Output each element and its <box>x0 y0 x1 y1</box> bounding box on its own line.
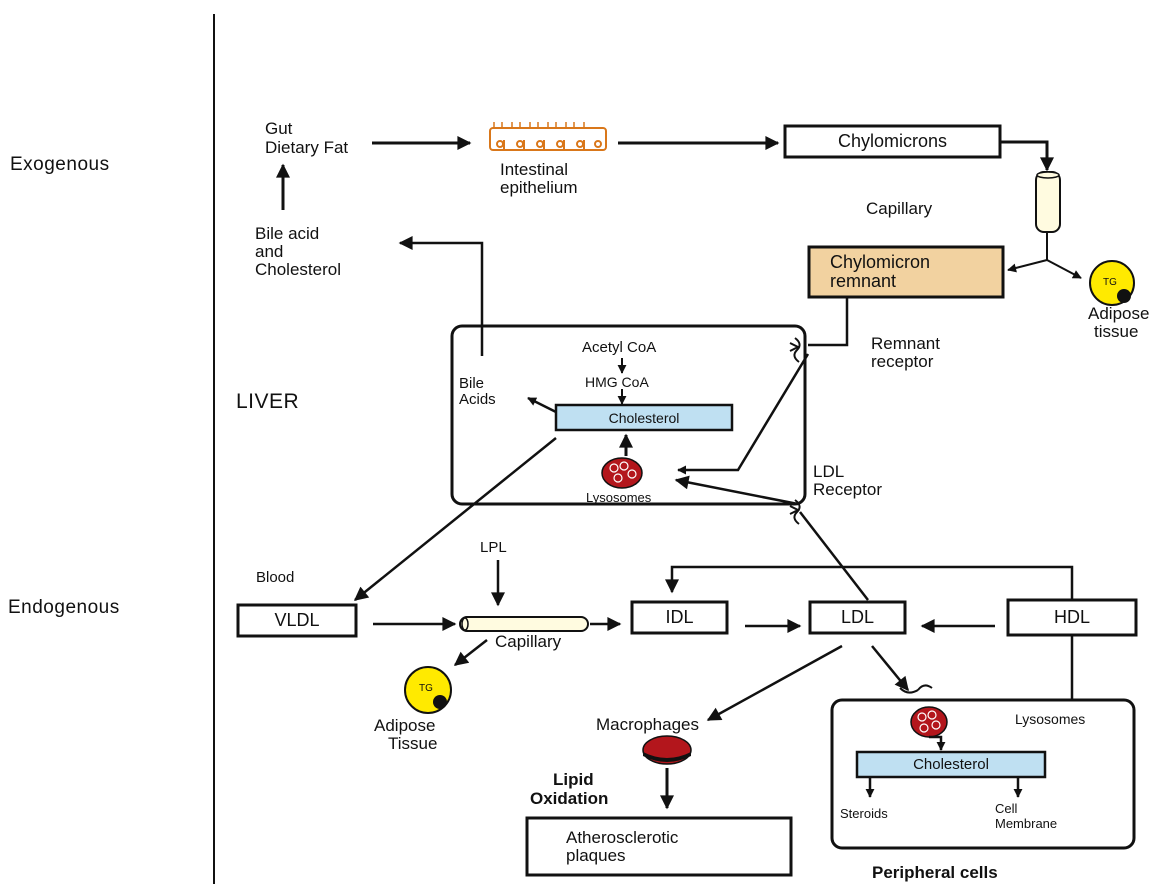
hdl-label: HDL <box>1053 607 1090 627</box>
liver-lysosomes-label: Lysosomes <box>586 490 652 505</box>
ldl-receptor-icon <box>789 499 801 525</box>
liver-box <box>450 324 807 506</box>
peripheral-lysosomes-label: Lysosomes <box>1015 711 1086 727</box>
peripheral-cells-box <box>830 698 1136 850</box>
remnant-receptor-line1: Remnant <box>871 334 940 353</box>
bile-acid-line1: Bile acid <box>255 224 320 243</box>
arrow-chylomicrons-to-capillary <box>1000 140 1054 172</box>
line-remnant-to-receptor <box>808 297 849 347</box>
gut-label: Gut <box>265 119 293 138</box>
adipose-cell-icon <box>1089 260 1135 306</box>
ldl-box <box>808 600 907 635</box>
arrow-ldl-to-peripheral <box>871 645 909 692</box>
peripheral-cholesterol-label: Cholesterol <box>913 756 989 773</box>
bile-acid-line2: and <box>255 242 284 261</box>
ldl-receptor-line1: LDL <box>813 462 845 481</box>
adipose-tissue-line2: tissue <box>1094 322 1139 341</box>
arrow-hdl-to-idl <box>665 565 1074 600</box>
remnant-receptor-line2: receptor <box>871 352 934 371</box>
epithelium-label: epithelium <box>500 178 578 197</box>
arrow-liver-to-vldl <box>353 437 557 601</box>
atherosclerotic-line2: plaques <box>566 846 626 865</box>
atherosclerotic-line1: Atherosclerotic <box>566 828 679 847</box>
adipose-bottom-tg-label: TG <box>419 683 433 694</box>
lipid-label: Lipid <box>553 770 594 789</box>
hmg-coa-label: HMG CoA <box>585 374 649 390</box>
cell-membrane-line2: Membrane <box>995 816 1058 831</box>
liver-cholesterol-box <box>554 403 734 432</box>
macrophage-icon <box>642 735 692 765</box>
arrow-ldl-to-macrophages <box>706 644 843 722</box>
idl-box <box>630 600 729 635</box>
vldl-label: VLDL <box>274 610 320 630</box>
capillary-top-label: Capillary <box>866 199 933 218</box>
intestinal-label: Intestinal <box>500 160 569 179</box>
atherosclerotic-plaques-box <box>525 816 793 877</box>
arrow-capillary-to-adipose <box>1046 259 1082 279</box>
arrow-capillary-to-adipose <box>453 639 488 666</box>
chylomicrons-box <box>783 124 1002 159</box>
acetyl-coa-label: Acetyl CoA <box>582 339 657 356</box>
capillary-tube-icon <box>1035 171 1061 233</box>
bile-acids-line2: Acids <box>459 391 496 408</box>
arrow-receptor-to-lysosomes <box>677 353 810 475</box>
oxidation-label: Oxidation <box>530 789 609 808</box>
steroids-label: Steroids <box>840 806 888 821</box>
liver-title: LIVER <box>236 390 300 413</box>
bile-acid-line3: Cholesterol <box>255 260 341 279</box>
endogenous-label: Endogenous <box>8 597 120 618</box>
cell-membrane-line1: Cell <box>995 801 1018 816</box>
remnant-receptor-icon <box>789 337 801 363</box>
arrow-liver-to-bile <box>398 236 484 356</box>
peripheral-cholesterol-box <box>855 750 1047 779</box>
exogenous-label: Exogenous <box>10 154 110 175</box>
capillary-tube-icon <box>459 616 589 632</box>
ldl-label: LDL <box>840 607 875 627</box>
intestinal-epithelium-icon <box>489 122 607 151</box>
dietary-fat-label: Dietary Fat <box>265 138 349 157</box>
peripheral-cells-title: Peripheral cells <box>872 863 998 882</box>
adipose-bottom-line2: Tissue <box>388 734 438 753</box>
ldl-receptor-line2: Receptor <box>813 480 882 499</box>
liver-cholesterol-label: Cholesterol <box>608 409 680 426</box>
chylomicron-remnant-line1: Chylomicron <box>830 252 931 272</box>
idl-label: IDL <box>665 607 694 627</box>
adipose-tissue-line1: Adipose <box>1088 304 1150 323</box>
line-ldl-to-receptor <box>799 511 869 601</box>
adipose-bottom-line1: Adipose <box>374 716 436 735</box>
peripheral-receptor-icon <box>899 684 933 694</box>
arrow-peripheral-lysosome-to-cholesterol <box>929 735 946 751</box>
lysosome-icon <box>601 457 643 489</box>
capillary-bottom-label: Capillary <box>495 632 562 651</box>
arrow-cholesterol-to-bile-acids <box>527 396 557 414</box>
chylomicrons-label: Chylomicrons <box>837 131 948 151</box>
chylomicron-remnant-box <box>807 245 1005 299</box>
lpl-label: LPL <box>480 539 507 556</box>
vldl-box <box>236 603 358 638</box>
arrow-capillary-to-remnant <box>1007 259 1048 273</box>
chylomicron-remnant-line2: remnant <box>830 271 897 291</box>
adipose-tg-label: TG <box>1103 277 1117 288</box>
blood-label: Blood <box>256 569 295 586</box>
arrow-ldl-receptor-to-lysosomes <box>674 475 799 506</box>
lysosome-icon <box>910 706 948 738</box>
bile-acids-line1: Bile <box>459 375 485 392</box>
macrophages-label: Macrophages <box>596 715 700 734</box>
adipose-cell-icon <box>404 666 452 714</box>
